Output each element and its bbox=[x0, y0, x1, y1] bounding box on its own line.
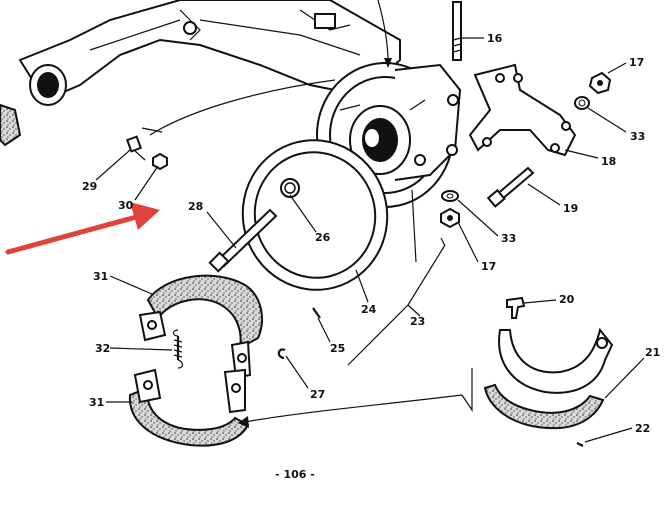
brake-shoe-upper bbox=[138, 274, 263, 380]
axle-housing bbox=[0, 0, 401, 147]
bracket-18 bbox=[468, 63, 577, 157]
pin-25 bbox=[312, 307, 321, 319]
nut-30 bbox=[152, 152, 168, 171]
screw-29 bbox=[125, 135, 146, 161]
callout-26: 26 bbox=[315, 231, 331, 244]
brake-shoe-lower bbox=[128, 368, 250, 447]
callout-30: 30 bbox=[118, 199, 134, 212]
callout-17-upper: 17 bbox=[629, 56, 644, 69]
callout-32: 32 bbox=[95, 342, 110, 355]
rivet-22 bbox=[576, 442, 584, 447]
callout-27: 27 bbox=[310, 388, 325, 401]
callout-33-lower: 33 bbox=[501, 232, 516, 245]
clip-27 bbox=[277, 348, 286, 360]
bolt-19 bbox=[486, 166, 535, 208]
callout-17-lower: 17 bbox=[481, 260, 496, 273]
callout-25: 25 bbox=[330, 342, 345, 355]
bolt-16 bbox=[452, 1, 462, 61]
callout-19: 19 bbox=[563, 202, 578, 215]
leader-lines bbox=[95, 0, 645, 443]
page-number: - 106 - bbox=[275, 468, 315, 481]
callout-21: 21 bbox=[645, 346, 660, 359]
callout-20: 20 bbox=[559, 293, 575, 306]
callout-28: 28 bbox=[188, 200, 203, 213]
callout-18: 18 bbox=[601, 155, 616, 168]
callout-31-lower: 31 bbox=[89, 396, 104, 409]
red-arrow-highlight bbox=[5, 202, 160, 255]
callout-23: 23 bbox=[410, 315, 425, 328]
callout-33-upper: 33 bbox=[630, 130, 645, 143]
callout-16: 16 bbox=[487, 32, 503, 45]
callout-labels: 16 17 33 18 19 33 17 20 21 22 23 24 25 2… bbox=[82, 32, 660, 435]
callout-31-upper: 31 bbox=[93, 270, 108, 283]
brake-backing-plate bbox=[241, 139, 389, 291]
return-spring bbox=[172, 329, 184, 369]
brake-shoe-right bbox=[483, 327, 614, 430]
nut-17-lower bbox=[440, 207, 460, 229]
nut-17-upper bbox=[588, 71, 612, 95]
pin-20 bbox=[506, 296, 526, 319]
callout-22: 22 bbox=[635, 422, 650, 435]
washer-33-lower bbox=[441, 190, 459, 202]
callout-24: 24 bbox=[361, 303, 377, 316]
callout-29: 29 bbox=[82, 180, 97, 193]
washer-33-upper bbox=[574, 96, 590, 110]
long-stud-bolt bbox=[208, 208, 278, 273]
